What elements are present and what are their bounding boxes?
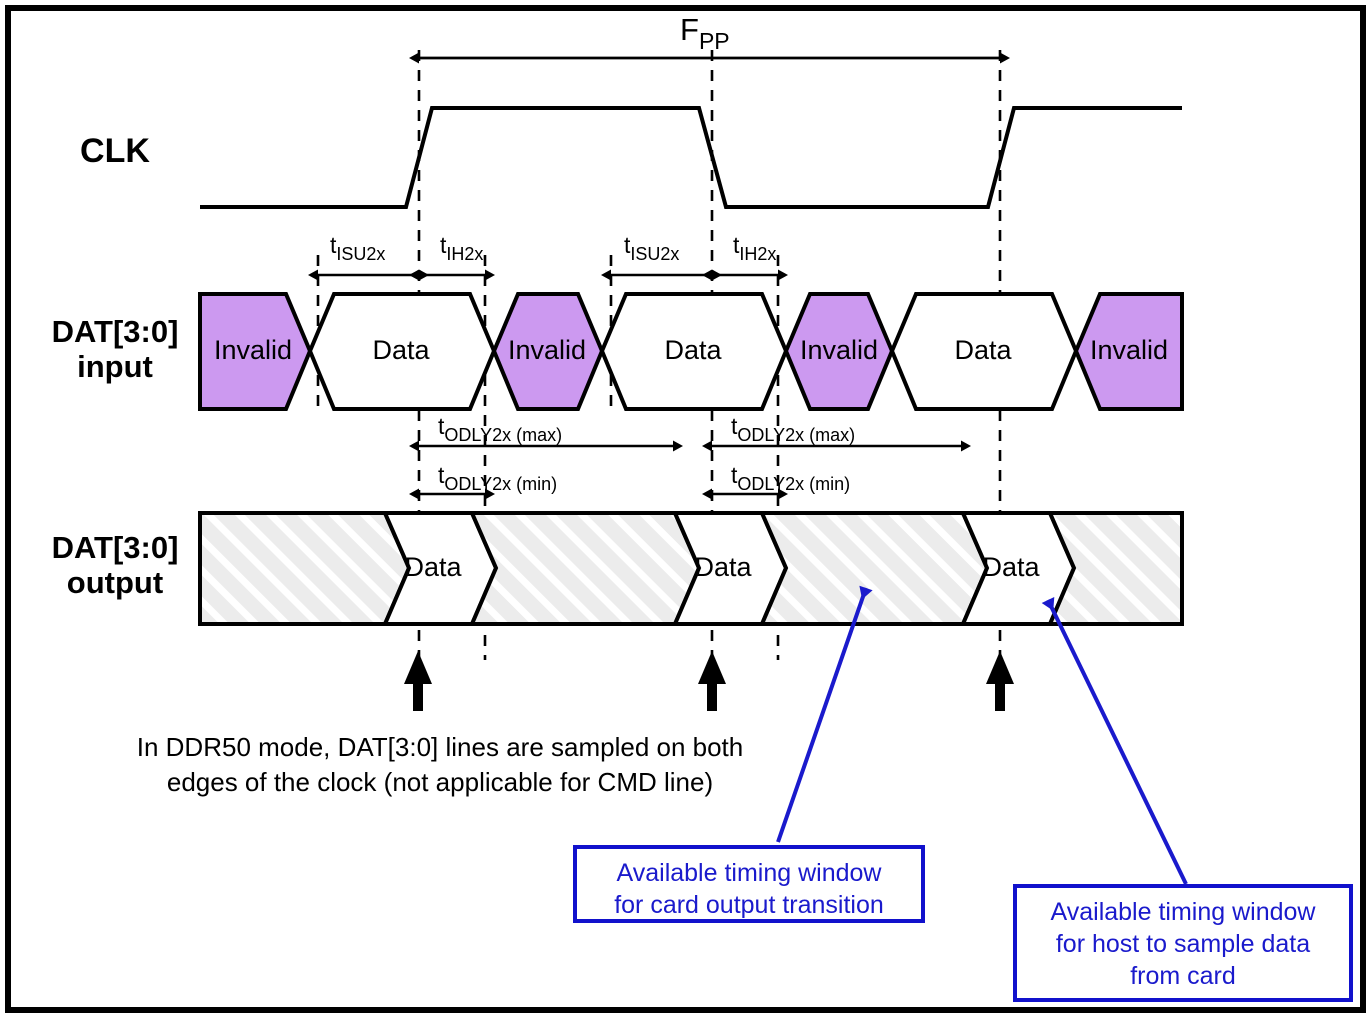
- tih-base: t: [440, 232, 447, 258]
- todly-max-sub: ODLY2x (max): [737, 425, 855, 445]
- tisu-base: t: [624, 232, 631, 258]
- fpp-base: F: [680, 12, 699, 47]
- sampling-arrow: [404, 651, 432, 711]
- dat-input-cell-label: Data: [664, 335, 722, 365]
- todly-max-sub: ODLY2x (max): [444, 425, 562, 445]
- dat-input-cell-label: Data: [954, 335, 1012, 365]
- dat-output-cell-label: Data: [694, 552, 752, 582]
- todly-min-sub: ODLY2x (min): [737, 474, 850, 494]
- dat-output-waveform: Data Data Data: [198, 511, 1184, 626]
- clk-waveform: [200, 106, 1182, 209]
- timing-label-group: tISU2x tIH2x tISU2x tIH2x tODLY2x (max) …: [330, 12, 855, 494]
- diagram-caption: In DDR50 mode, DAT[3:0] lines are sample…: [136, 732, 744, 798]
- tisu-sub: ISU2x: [336, 244, 385, 264]
- svg-text:tIH2x: tIH2x: [440, 232, 483, 264]
- dat-input-cell-label: Invalid: [214, 335, 292, 365]
- clk-row-label: CLK: [80, 132, 150, 170]
- todly-min-sub: ODLY2x (min): [444, 474, 557, 494]
- svg-text:tIH2x: tIH2x: [733, 232, 776, 264]
- tih-sub: IH2x: [739, 244, 776, 264]
- svg-text:tISU2x: tISU2x: [330, 232, 385, 264]
- tisu-sub: ISU2x: [630, 244, 679, 264]
- callout-leader-lines: [776, 585, 1188, 885]
- dat-input-cell-label: Invalid: [508, 335, 586, 365]
- dat-input-waveform: Invalid Data Invalid Data Invalid Data I…: [198, 292, 1184, 411]
- dat-input-cell-label: Invalid: [1090, 335, 1168, 365]
- tih-base: t: [733, 232, 740, 258]
- svg-text:tODLY2x (max): tODLY2x (max): [438, 413, 562, 445]
- todly-min-base: t: [731, 462, 738, 488]
- dat-input-cell-label: Data: [372, 335, 430, 365]
- svg-text:tODLY2x (min): tODLY2x (min): [731, 462, 850, 494]
- sampling-arrows: [404, 651, 1014, 711]
- tisu-base: t: [330, 232, 337, 258]
- todly-max-base: t: [731, 413, 738, 439]
- dat-output-row-label: DAT[3:0] output: [51, 530, 179, 600]
- dat-input-row-label: DAT[3:0] input: [51, 314, 179, 384]
- svg-text:FPP: FPP: [680, 12, 730, 54]
- callout-card-output-transition: Available timing window for card output …: [573, 845, 925, 923]
- figure-border: [5, 5, 1366, 1013]
- svg-text:tODLY2x (max): tODLY2x (max): [731, 413, 855, 445]
- dat-input-cell-label: Invalid: [800, 335, 878, 365]
- svg-text:tISU2x: tISU2x: [624, 232, 679, 264]
- fpp-sub: PP: [699, 28, 730, 54]
- svg-text:tODLY2x (min): tODLY2x (min): [438, 462, 557, 494]
- callout-host-sample-data: Available timing window for host to samp…: [1013, 884, 1353, 1002]
- odly-measures: [409, 440, 971, 500]
- sampling-arrow: [986, 651, 1014, 711]
- tih-sub: IH2x: [446, 244, 483, 264]
- dat-output-cell-label: Data: [982, 552, 1040, 582]
- sampling-arrow: [698, 651, 726, 711]
- todly-min-base: t: [438, 462, 445, 488]
- todly-max-base: t: [438, 413, 445, 439]
- dat-output-cell-label: Data: [404, 552, 462, 582]
